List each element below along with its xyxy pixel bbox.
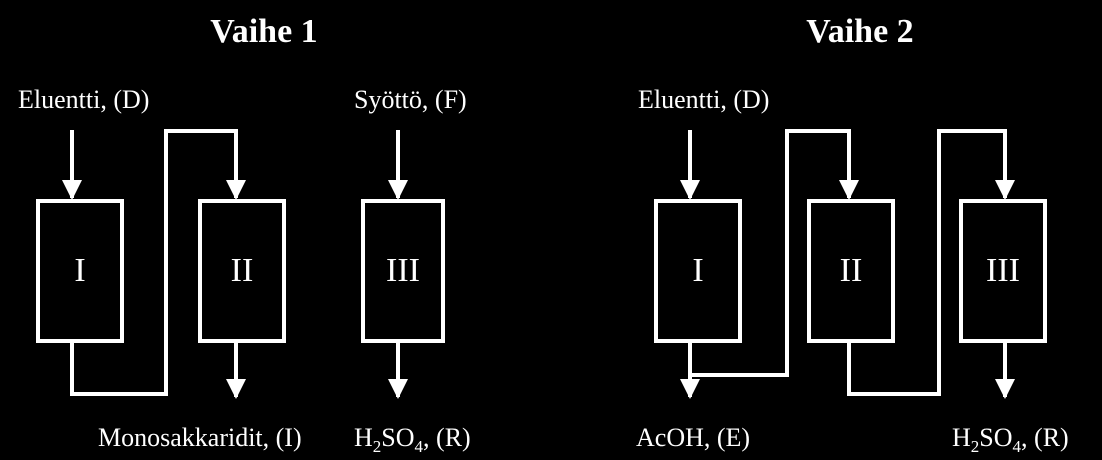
phase2-extract-label: AcOH, (E) xyxy=(636,423,750,452)
phase1-column-1-label: I xyxy=(74,252,85,289)
phase2-connection-1-2 xyxy=(690,129,859,377)
phase2-group: Vaihe 2 Eluentti, (D) I II III AcOH, (E)… xyxy=(636,13,1069,456)
phase1-raffinate-sub2: 4 xyxy=(415,437,424,456)
phase1-product-label: Monosakkaridit, (I) xyxy=(98,423,302,452)
phase2-raffinate-so: SO xyxy=(979,423,1012,452)
phase1-eluent-label: Eluentti, (D) xyxy=(18,85,149,114)
phase2-title: Vaihe 2 xyxy=(806,13,913,50)
phase1-raffinate-label: H2SO4, (R) xyxy=(354,423,471,456)
phase2-column-3-label: III xyxy=(986,252,1020,289)
phase2-column-1-label: I xyxy=(692,252,703,289)
phase1-title: Vaihe 1 xyxy=(210,13,317,50)
phase2-raffinate-sub2: 4 xyxy=(1013,437,1022,456)
phase2-column-2-label: II xyxy=(840,252,863,289)
phase2-raffinate-sub1: 2 xyxy=(971,437,980,456)
phase1-raffinate-tail: , (R) xyxy=(423,423,471,452)
phase2-eluent-label: Eluentti, (D) xyxy=(638,85,769,114)
phase1-column-3 xyxy=(361,199,445,343)
phase1-column-3-label: III xyxy=(386,252,420,289)
phase2-raffinate-label: H2SO4, (R) xyxy=(952,423,1069,456)
phase2-raffinate-tail: , (R) xyxy=(1021,423,1069,452)
phase1-connection-1-2 xyxy=(70,129,246,396)
phase1-feed-label: Syöttö, (F) xyxy=(354,85,467,114)
phase1-raffinate-sub1: 2 xyxy=(373,437,382,456)
phase1-column-2-label: II xyxy=(231,252,254,289)
phase2-connection-2-3 xyxy=(847,129,1015,396)
phase2-raffinate-h: H xyxy=(952,423,971,452)
phase1-raffinate-so: SO xyxy=(381,423,414,452)
phase1-group: Vaihe 1 Eluentti, (D) Syöttö, (F) I II I… xyxy=(18,13,471,456)
phase1-column-2 xyxy=(198,199,286,343)
phase2-column-1 xyxy=(654,199,742,343)
phase1-column-1 xyxy=(36,199,124,343)
phase1-raffinate-h: H xyxy=(354,423,373,452)
